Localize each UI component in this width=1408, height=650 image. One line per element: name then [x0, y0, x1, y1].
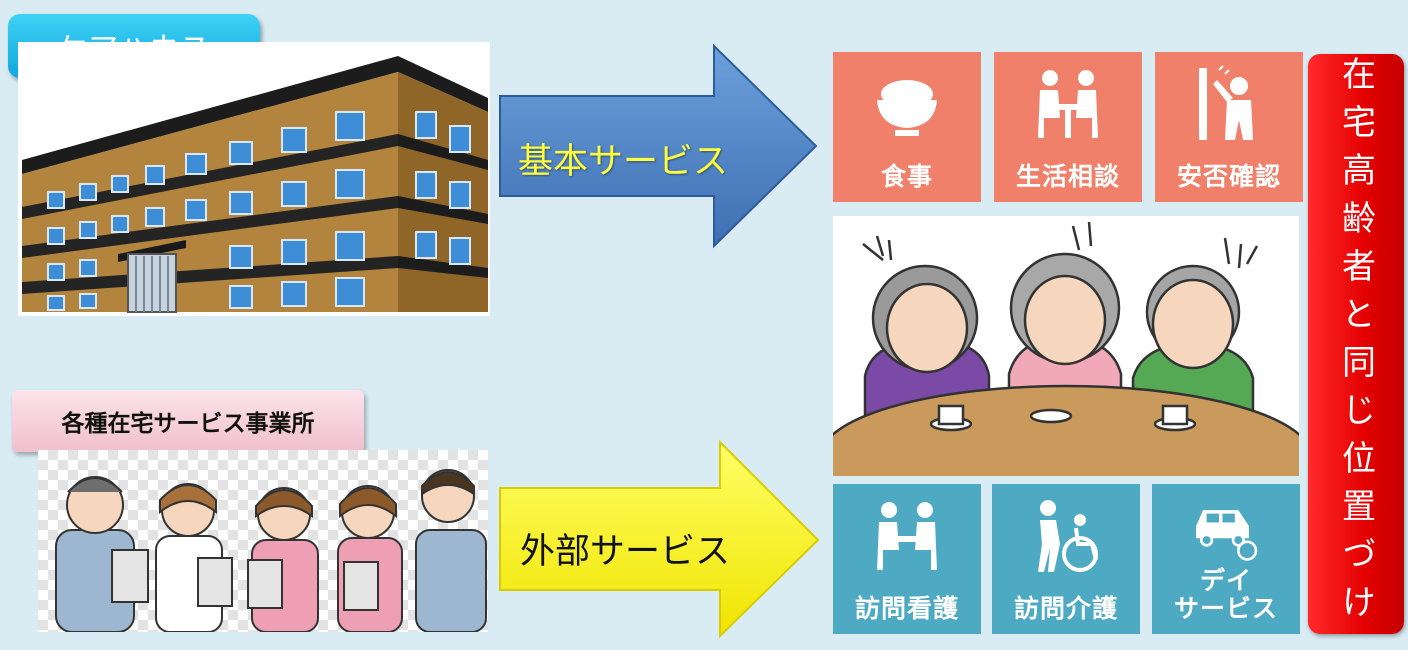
service-tile-label: 生活相談 — [1015, 162, 1120, 192]
service-tile-consultation: 生活相談 — [994, 52, 1142, 202]
banner-text: 在宅高齢者と同じ位置づけ — [1335, 56, 1376, 632]
basic-service-arrow-label: 基本サービス — [518, 142, 729, 182]
consultation-icon — [1038, 70, 1098, 138]
external-service-arrow-label: 外部サービス — [520, 532, 731, 572]
rice-bowl-icon — [877, 80, 937, 136]
care-staff-icon — [55, 469, 487, 633]
facility-label-text: 各種在宅サービス事業所 — [61, 411, 315, 437]
home-service-facilities-label: 各種在宅サービス事業所 — [12, 390, 364, 452]
status-banner: 在宅高齢者と同じ位置づけ — [1308, 54, 1404, 634]
day-service-car-icon — [1196, 510, 1258, 561]
care-staff-illustration — [38, 450, 488, 633]
seniors-tea-icon — [833, 221, 1299, 476]
visiting-nurse-icon — [877, 502, 937, 570]
building-icon — [22, 56, 488, 313]
basic-service-arrow — [499, 43, 818, 249]
wheelchair-care-icon — [1038, 500, 1098, 572]
service-tile-label: 訪問看護 — [854, 594, 959, 624]
service-tile-label: 食事 — [880, 162, 933, 192]
service-tile-label-line1: デイ — [1199, 565, 1252, 595]
service-tile-home-care: 訪問介護 — [992, 484, 1140, 634]
service-tile-label: 安否確認 — [1176, 162, 1281, 192]
service-tile-day-service: デイ サービス — [1152, 484, 1300, 634]
service-tile-label: デイ サービス — [1173, 565, 1278, 625]
service-tile-meal: 食事 — [833, 52, 981, 202]
external-service-arrow — [499, 439, 820, 639]
service-tile-label: 訪問介護 — [1013, 594, 1118, 624]
service-tile-label-line2: サービス — [1173, 594, 1278, 624]
service-tile-safety-check: 安否確認 — [1155, 52, 1303, 202]
safety-check-icon — [1199, 65, 1253, 140]
carehouse-building-illustration — [18, 42, 490, 316]
service-tile-visiting-nurse: 訪問看護 — [833, 484, 981, 634]
seniors-illustration — [833, 216, 1299, 476]
